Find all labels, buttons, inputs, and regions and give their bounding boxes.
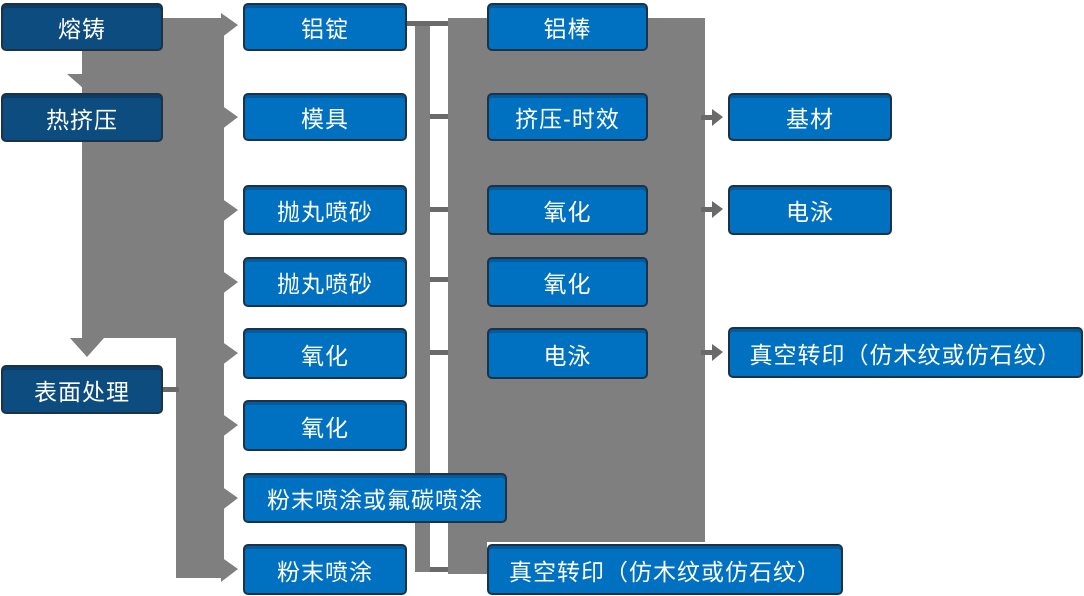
arrow-to-mold: [221, 105, 238, 130]
node-electrophoresis-2: 电泳: [728, 185, 892, 235]
arrow-to-anodizing-1: [221, 341, 238, 366]
node-shot-blasting-1: 抛丸喷砂: [243, 185, 407, 235]
node-base-material: 基材: [728, 93, 892, 141]
node-anodizing-2: 氧化: [243, 400, 407, 451]
arrow-to-aluminum-ingot: [221, 13, 238, 38]
node-anodizing-4: 氧化: [487, 257, 648, 307]
node-anodizing-1: 氧化: [243, 328, 407, 379]
arrow-to-vacuum-transfer: [712, 344, 723, 361]
stub-surface-treatment: [163, 387, 179, 392]
arrow-to-base-material: [712, 109, 723, 126]
arrow-stem-to-base-material: [701, 115, 712, 120]
stub-row-aluminum: [407, 21, 448, 26]
node-vacuum-transfer-print-2: 真空转印（仿木纹或仿石纹）: [728, 327, 1083, 378]
flow-band-left-lower: [176, 338, 224, 578]
stub-row-vacuum-transfer: [430, 567, 448, 572]
arrow-stem-to-vacuum-transfer: [701, 350, 712, 355]
stub-row-shot-blasting-1: [430, 207, 448, 212]
arrow-to-powder-or-fluorocarbon: [221, 486, 238, 511]
stub-row-shot-blasting-2: [430, 277, 448, 282]
flow-band-left-main: [82, 18, 224, 338]
arrow-to-shot-blasting-1: [221, 198, 238, 223]
stub-row-mold: [430, 114, 448, 119]
arrow-to-powder-coating: [221, 557, 238, 582]
arrow-to-shot-blasting-2: [221, 270, 238, 295]
arrow-to-electrophoresis: [712, 201, 723, 218]
arrow-down-to-hot-extrusion: [67, 74, 101, 89]
flow-strip-middle: [415, 22, 430, 572]
arrow-down-to-surface-treatment: [70, 338, 104, 357]
flow-band-right-foot: [448, 540, 487, 574]
node-powder-or-fluorocarbon-coating: 粉末喷涂或氟碳喷涂: [243, 473, 507, 523]
node-melting-casting: 熔铸: [1, 3, 163, 51]
arrow-stem-to-electrophoresis: [701, 207, 712, 212]
arrow-to-anodizing-2: [221, 413, 238, 438]
node-vacuum-transfer-print-1: 真空转印（仿木纹或仿石纹）: [487, 544, 843, 595]
node-electrophoresis-1: 电泳: [487, 328, 648, 379]
node-powder-coating: 粉末喷涂: [243, 544, 407, 595]
node-surface-treatment: 表面处理: [1, 365, 163, 414]
node-anodizing-3: 氧化: [487, 185, 648, 235]
node-mold: 模具: [243, 93, 407, 141]
node-aluminum-ingot: 铝锭: [243, 3, 407, 51]
node-aluminum-rod: 铝棒: [487, 3, 648, 51]
node-hot-extrusion: 热挤压: [1, 93, 163, 142]
stub-row-anodizing: [430, 350, 448, 355]
node-shot-blasting-2: 抛丸喷砂: [243, 257, 407, 307]
node-extrusion-aging: 挤压-时效: [487, 93, 648, 141]
